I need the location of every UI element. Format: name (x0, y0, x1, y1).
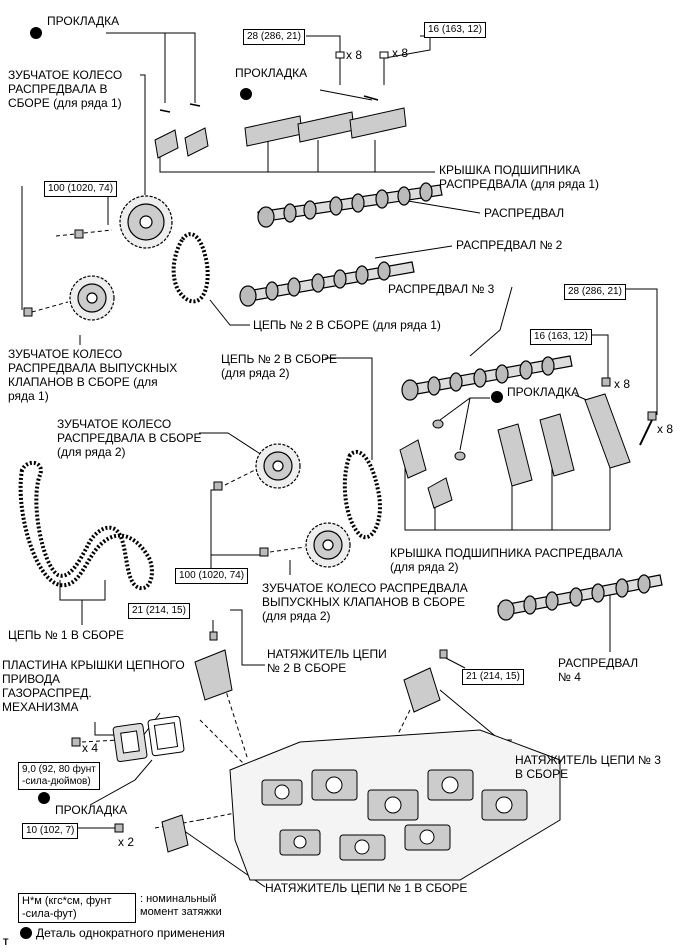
sprocket-intake-b1 (119, 195, 173, 249)
sprocket-exhaust-b1 (69, 275, 115, 321)
leader-bearing-cap-b1 (159, 155, 435, 173)
torque-21-left: 21 (214, 15) (128, 603, 190, 619)
camshaft4-bank2 (497, 574, 663, 621)
label-camshaft4: РАСПРЕДВАЛ № 4 (558, 656, 639, 684)
one-time-use-marker (30, 27, 42, 39)
leader-gasket-mid (319, 89, 373, 101)
torque-100-b2: 100 (1020, 74) (175, 568, 249, 584)
count-x8-b: x 8 (392, 46, 409, 60)
legend-one-time: Деталь однократного применения (36, 926, 225, 940)
label-tensioner3: НАТЯЖИТЕЛЬ ЦЕПИ № 3 В СБОРЕ (515, 753, 661, 781)
torque-28-top: 28 (286, 21) (243, 29, 305, 45)
label-sprocket-intake-b2: ЗУБЧАТОЕ КОЛЕСО РАСПРЕДВАЛА В СБОРЕ (для… (57, 417, 202, 459)
label-gasket-mid: ПРОКЛАДКА (235, 66, 308, 80)
count-x2: x 2 (118, 835, 135, 849)
label-gasket-right: ПРОКЛАДКА (507, 385, 580, 399)
label-camshaft: РАСПРЕДВАЛ (484, 206, 565, 220)
torque-16-right: 16 (163, 12) (530, 329, 592, 345)
sprocket-intake-b2 (255, 443, 301, 489)
leader-sprocket-intake-b1 (140, 74, 146, 195)
camshaft-bank1 (257, 182, 443, 228)
label-cover-plate: ПЛАСТИНА КРЫШКИ ЦЕПНОГО ПРИВОДА ГАЗОРАСП… (2, 658, 185, 714)
legend-one-time-marker (20, 927, 32, 939)
torque-10: 10 (102, 7) (22, 823, 79, 839)
count-x8-c: x 8 (614, 377, 631, 391)
bolts-top (335, 51, 389, 85)
one-time-use-marker (38, 792, 50, 804)
leader-gasket-top-2 (165, 32, 196, 103)
label-camshaft3: РАСПРЕДВАЛ № 3 (388, 282, 495, 296)
bolts-bank2 (432, 377, 657, 461)
count-x8-a: x 8 (346, 48, 363, 62)
label-camshaft2: РАСПРЕДВАЛ № 2 (456, 238, 563, 252)
torque-16-top: 16 (163, 12) (424, 22, 486, 38)
label-bearing-cap-b1: КРЫШКА ПОДШИПНИКА РАСПРЕДВАЛА (для ряда … (439, 163, 600, 191)
label-sprocket-intake-b1: ЗУБЧАТОЕ КОЛЕСО РАСПРЕДВАЛА В СБОРЕ (для… (8, 68, 123, 110)
count-x8-d: x 8 (657, 422, 674, 436)
torque-100-b1: 100 (1020, 74) (44, 181, 118, 197)
label-gasket-top: ПРОКЛАДКА (47, 14, 120, 28)
chain2-bank2 (342, 450, 382, 540)
cover-plate-part (71, 715, 185, 763)
count-x4: x 4 (82, 741, 99, 755)
bearing-caps-bank1 (154, 107, 407, 159)
tensioner3-part (403, 649, 448, 713)
chain2-bank1 (171, 232, 210, 304)
label-bearing-cap-b2: КРЫШКА ПОДШИПНИКА РАСПРЕДВАЛА (для ряда … (390, 546, 623, 574)
torque-9: 9,0 (92, 80 фунт -сила-дюймов) (18, 762, 100, 790)
sprocket-exhaust-b2 (305, 522, 351, 568)
torque-28-right: 28 (286, 21) (564, 284, 626, 300)
torque-21-right: 21 (214, 15) (462, 669, 524, 685)
gaskets-bank1 (159, 95, 379, 113)
label-gasket-bottom: ПРОКЛАДКА (55, 803, 128, 817)
chain1 (18, 460, 154, 591)
legend-unit-desc: : номинальный момент затяжки (140, 893, 222, 918)
tensioner2-part (194, 631, 233, 701)
label-sprocket-exhaust-b2: ЗУБЧАТОЕ КОЛЕСО РАСПРЕДВАЛА ВЫПУСКНЫХ КЛ… (262, 581, 468, 623)
one-time-use-marker (491, 391, 503, 403)
label-chain1: ЦЕПЬ № 1 В СБОРЕ (8, 628, 125, 642)
sprocket-bolts (23, 229, 269, 557)
legend-unit-box: Н*м (кгс*см, фунт -сила-фут) (18, 893, 136, 923)
bearing-caps-bank2 (399, 393, 631, 509)
label-chain2-b2: ЦЕПЬ № 2 В СБОРЕ (для ряда 2) (221, 352, 338, 380)
label-tensioner2: НАТЯЖИТЕЛЬ ЦЕПИ № 2 В СБОРЕ (267, 647, 387, 675)
engine-block (229, 729, 561, 881)
label-sprocket-exhaust-b1: ЗУБЧАТОЕ КОЛЕСО РАСПРЕДВАЛА ВЫПУСКНЫХ КЛ… (8, 347, 178, 403)
tensioner1-part (114, 814, 189, 853)
label-chain2-b1: ЦЕПЬ № 2 В СБОРЕ (для ряда 1) (253, 318, 441, 332)
one-time-use-marker (240, 88, 252, 100)
camshaft3-bank2 (401, 355, 573, 401)
label-tensioner1: НАТЯЖИТЕЛЬ ЦЕПИ № 1 В СБОРЕ (265, 881, 468, 895)
camshaft2-bank1 (239, 261, 415, 307)
figure-code: T (3, 937, 9, 947)
